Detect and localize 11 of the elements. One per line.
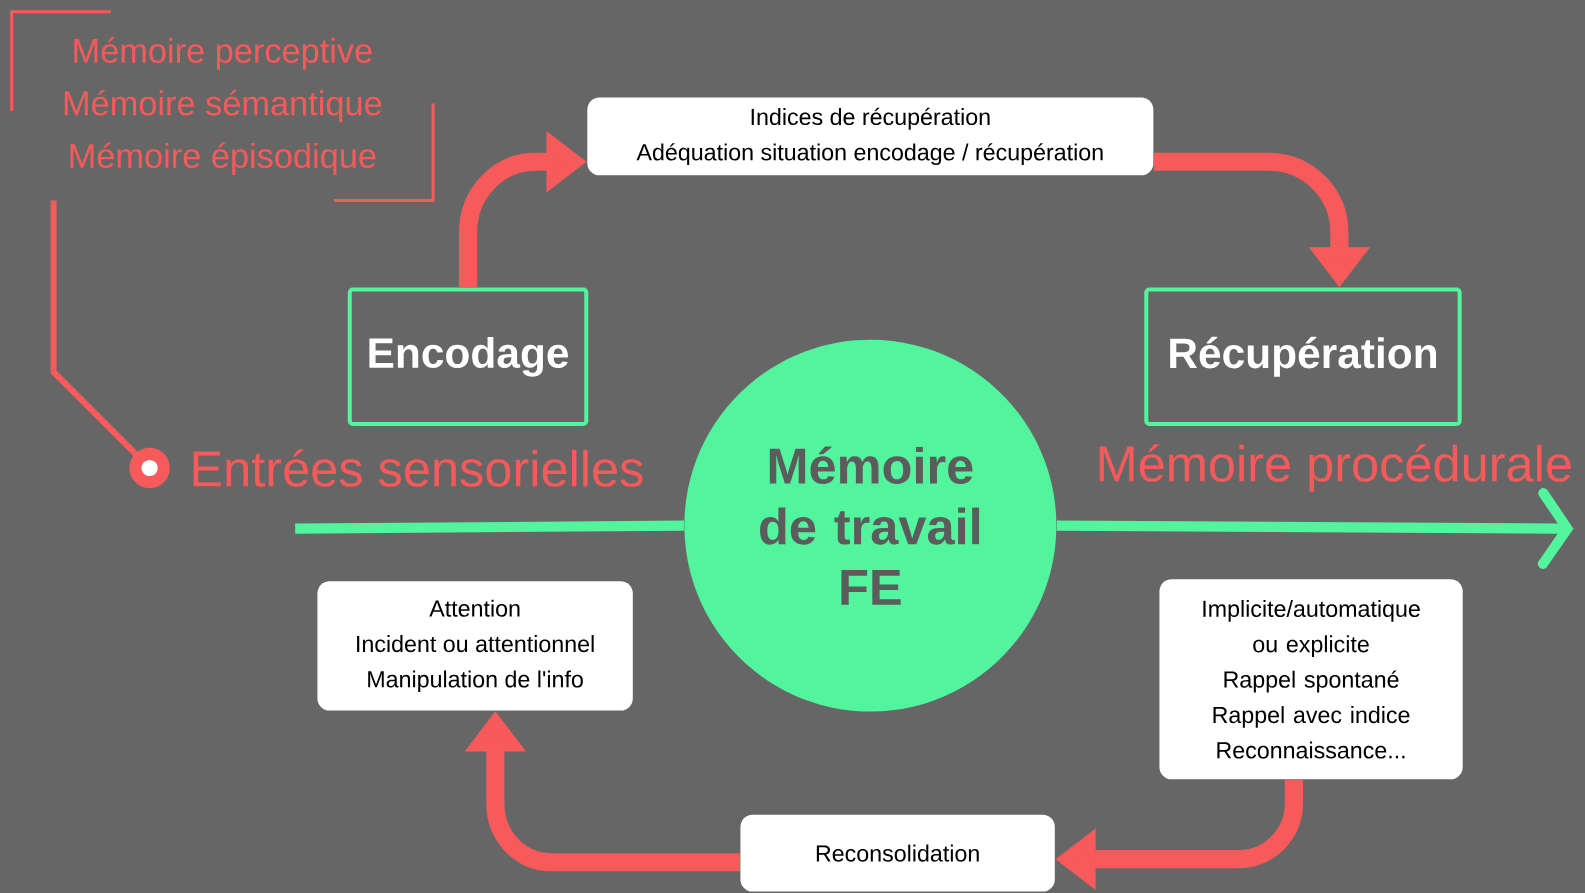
process-box: Récupération [1144,287,1462,427]
info-box: Reconsolidation [740,814,1055,892]
leader-line [50,200,170,489]
info-box: Indices de récupération Adéquation situation encodage / récupération [587,97,1154,176]
info-box: Implicite/automatique ou explicite Rappel spontané Rappel avec indice Reconnaissance... [1159,579,1463,780]
label-text: Entrées sensorielles [193,449,643,487]
info-box: Attention Incident ou attentionnel Manipulation de l'info [317,581,633,711]
bracketed-text: Mémoire perceptive Mémoire sémantique Mémoire épisodique [64,37,382,175]
arrow [1056,488,1574,569]
label-text: Mémoire procédurale [1099,444,1571,492]
process-box: Encodage [347,287,589,427]
